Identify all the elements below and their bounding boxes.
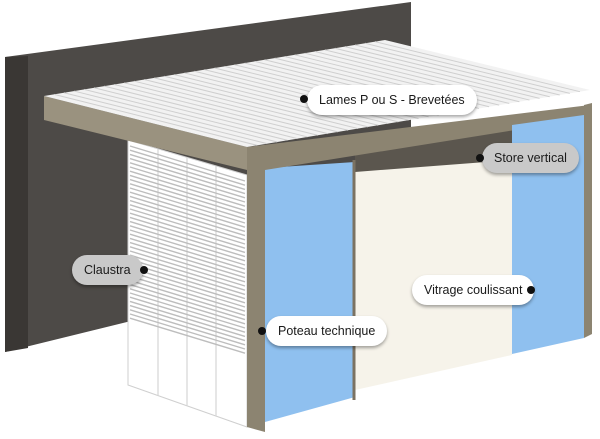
front-right-post <box>584 103 592 338</box>
callout-claustra-dot <box>140 266 148 274</box>
claustra-slat <box>129 267 246 304</box>
callout-lames-text: Lames P ou S - Brevetées <box>319 93 465 107</box>
roof-lamella-line <box>354 44 560 96</box>
claustra-slat <box>129 149 246 186</box>
callout-poteau-dot <box>258 327 266 335</box>
callout-store-dot <box>476 154 484 162</box>
claustra-slat <box>129 225 246 262</box>
claustra-slat <box>129 195 246 233</box>
claustra-slat <box>129 220 246 258</box>
callout-lames: Lames P ou S - Brevetées <box>307 85 477 115</box>
roof-lamella-line <box>344 46 550 98</box>
claustra-slat <box>129 191 246 228</box>
claustra-slat <box>129 279 246 317</box>
roof-lamella-line <box>144 79 349 131</box>
callout-claustra: Claustra <box>72 255 143 285</box>
claustra-slat <box>129 246 246 283</box>
claustra-slat <box>129 283 246 321</box>
claustra-slat <box>129 237 246 275</box>
claustra-slat <box>129 212 246 249</box>
claustra-slat <box>129 292 246 329</box>
roof-lamella-line <box>94 87 298 140</box>
callout-vitrage-text: Vitrage coulissant <box>424 283 523 297</box>
roof-lamella-line <box>374 41 581 93</box>
roof-side-beam <box>44 96 247 170</box>
claustra-slat <box>129 254 246 291</box>
claustra-slat <box>129 300 246 338</box>
claustra-slat <box>129 208 246 245</box>
roof-lamella-line <box>114 83 318 136</box>
claustra-slat <box>129 241 246 279</box>
claustra-slat <box>129 145 246 182</box>
claustra-slat <box>129 262 246 300</box>
front-beam <box>247 105 590 170</box>
claustra-slat <box>129 304 246 342</box>
claustra-slat <box>129 174 246 212</box>
left-glass-panel <box>265 162 355 422</box>
claustra-slat <box>129 296 246 333</box>
claustra-slat <box>129 313 246 350</box>
claustra-slat <box>129 233 246 270</box>
claustra-slat <box>129 288 246 325</box>
callout-store: Store vertical <box>482 143 579 173</box>
callout-claustra-text: Claustra <box>84 263 131 277</box>
claustra-slat <box>129 229 246 266</box>
roof-lamella-line <box>184 72 389 125</box>
roof-lamella-line <box>73 90 278 143</box>
claustra-slat <box>129 275 246 312</box>
roof-lamella-line <box>334 47 540 99</box>
roof-lamella-line <box>154 77 359 130</box>
roof-lamella-line <box>364 42 570 94</box>
callout-lames-dot <box>300 95 308 103</box>
back-wall-side-face <box>5 56 28 352</box>
claustra-slats <box>129 145 246 417</box>
claustra-slat <box>129 258 246 296</box>
callout-vitrage: Vitrage coulissant <box>412 275 535 305</box>
roof-lamella-line <box>134 80 338 133</box>
callout-poteau: Poteau technique <box>266 316 388 346</box>
roof-lamella-line <box>83 88 288 141</box>
claustra-slat <box>129 157 246 195</box>
roof-lamella-line <box>324 49 530 101</box>
callout-poteau-text: Poteau technique <box>278 324 376 338</box>
claustra-slat <box>129 170 246 207</box>
roof-lamella-line <box>53 93 258 146</box>
claustra-slat <box>129 317 246 354</box>
claustra-slat <box>129 162 246 199</box>
roof-lamella-line <box>164 75 369 128</box>
claustra-slat <box>129 153 246 191</box>
claustra-slat <box>129 166 246 203</box>
claustra-slat <box>129 250 246 287</box>
claustra-slat <box>129 183 246 220</box>
claustra-slat <box>129 204 246 241</box>
claustra-slat <box>129 199 246 237</box>
claustra-slat <box>129 187 246 224</box>
claustra-slat <box>129 178 246 216</box>
front-left-post <box>247 170 265 432</box>
claustra-slat <box>129 216 246 254</box>
roof-lamella-line <box>124 82 328 135</box>
claustra-slat <box>129 271 246 308</box>
claustra-slat <box>129 309 246 346</box>
roof-lamella-line <box>104 85 308 138</box>
roof-lamella-line <box>314 51 520 103</box>
roof-lamella-line <box>63 92 268 145</box>
callout-store-text: Store vertical <box>494 151 567 165</box>
roof-lamella-line <box>174 74 379 126</box>
callout-vitrage-dot <box>527 286 535 294</box>
